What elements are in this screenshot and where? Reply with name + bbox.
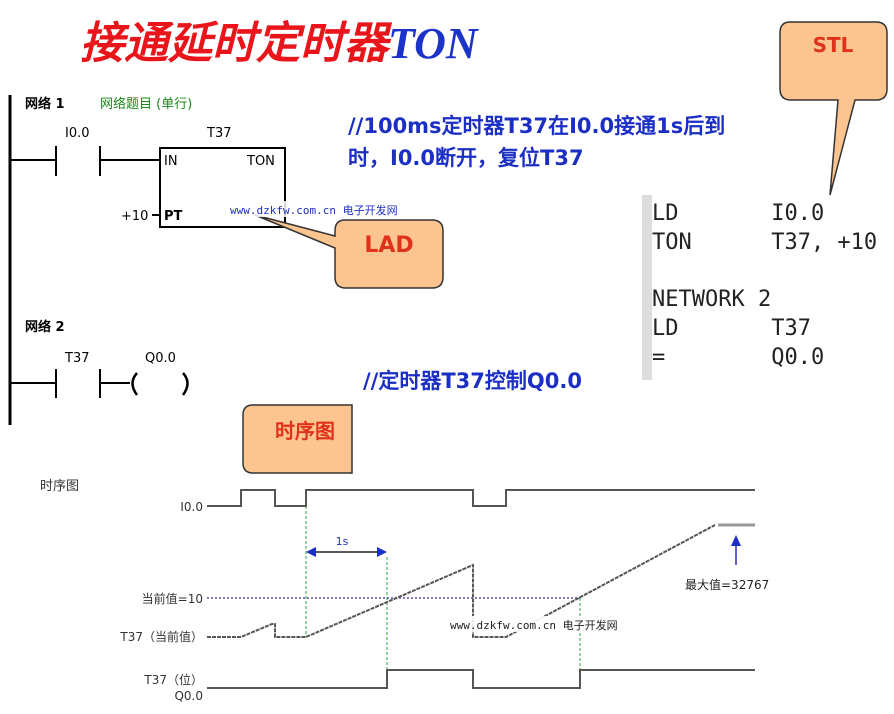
stl-code: LD I0.0 TON T37, +10 NETWORK 2 LD T37 = … <box>652 201 877 370</box>
in-pin: IN <box>164 154 178 169</box>
signal-label-current: T37（当前值） <box>119 629 203 644</box>
stl-line: = Q0.0 <box>652 345 824 370</box>
stl-callout: STL <box>779 21 888 196</box>
signal-label-output: Q0.0 <box>174 689 203 703</box>
green-guides <box>305 506 581 670</box>
timing-heading: 时序图 <box>40 479 79 494</box>
interval-label: 1s <box>336 535 349 548</box>
stl-label: STL <box>813 33 854 57</box>
watermark-bottom: www.dzkfw.com.cn 电子开发网 <box>450 618 618 632</box>
stl-line: LD I0.0 <box>652 201 824 226</box>
signal-label-input: I0.0 <box>180 500 203 514</box>
title-en: TON <box>388 19 480 68</box>
max-value-label: 最大值=32767 <box>685 577 769 592</box>
stl-line: NETWORK 2 <box>652 287 771 312</box>
contact-t37 <box>10 369 130 398</box>
contact-i0-0 <box>10 146 160 176</box>
watermark-top: www.dzkfw.com.cn 电子开发网 <box>230 203 398 217</box>
stl-gutter <box>642 195 652 380</box>
stl-line: LD T37 <box>652 316 811 341</box>
coil-q0-0 <box>131 372 189 396</box>
network2-label: 网络 2 <box>25 319 65 335</box>
contact2-label: T37 <box>64 351 89 366</box>
signal-label-bit: T37（位） <box>143 672 203 687</box>
preset-value: +10 <box>121 209 148 224</box>
waveform-i0-0 <box>207 489 755 507</box>
comment-line1: //100ms定时器T37在I0.0接通1s后到 <box>348 114 725 138</box>
timing-callout-label: 时序图 <box>275 419 335 443</box>
title: 接通延时定时器TON <box>80 18 480 69</box>
waveform-t37-bit <box>207 669 755 689</box>
pt-pin: PT <box>164 209 183 224</box>
lad-label: LAD <box>364 233 413 258</box>
max-arrow <box>731 535 741 565</box>
interval-arrow <box>306 547 387 557</box>
comment-line3: //定时器T37控制Q0.0 <box>363 369 582 393</box>
network1-label: 网络 1 <box>25 96 65 112</box>
signal-label-setpoint: 当前值=10 <box>142 591 203 606</box>
comment-line2: 时，I0.0断开，复位T37 <box>348 146 584 170</box>
network1-title: 网络题目 (单行) <box>100 96 192 112</box>
contact-label: I0.0 <box>65 126 90 141</box>
lad-callout: LAD <box>254 214 444 289</box>
stl-line: TON T37, +10 <box>652 230 877 255</box>
coil-label: Q0.0 <box>145 351 176 366</box>
waveform-t37-current <box>207 524 716 638</box>
title-cn: 接通延时定时器 <box>80 18 393 69</box>
timing-callout: 时序图 <box>242 404 353 474</box>
timer-label: T37 <box>206 126 231 141</box>
ton-type: TON <box>246 154 275 169</box>
